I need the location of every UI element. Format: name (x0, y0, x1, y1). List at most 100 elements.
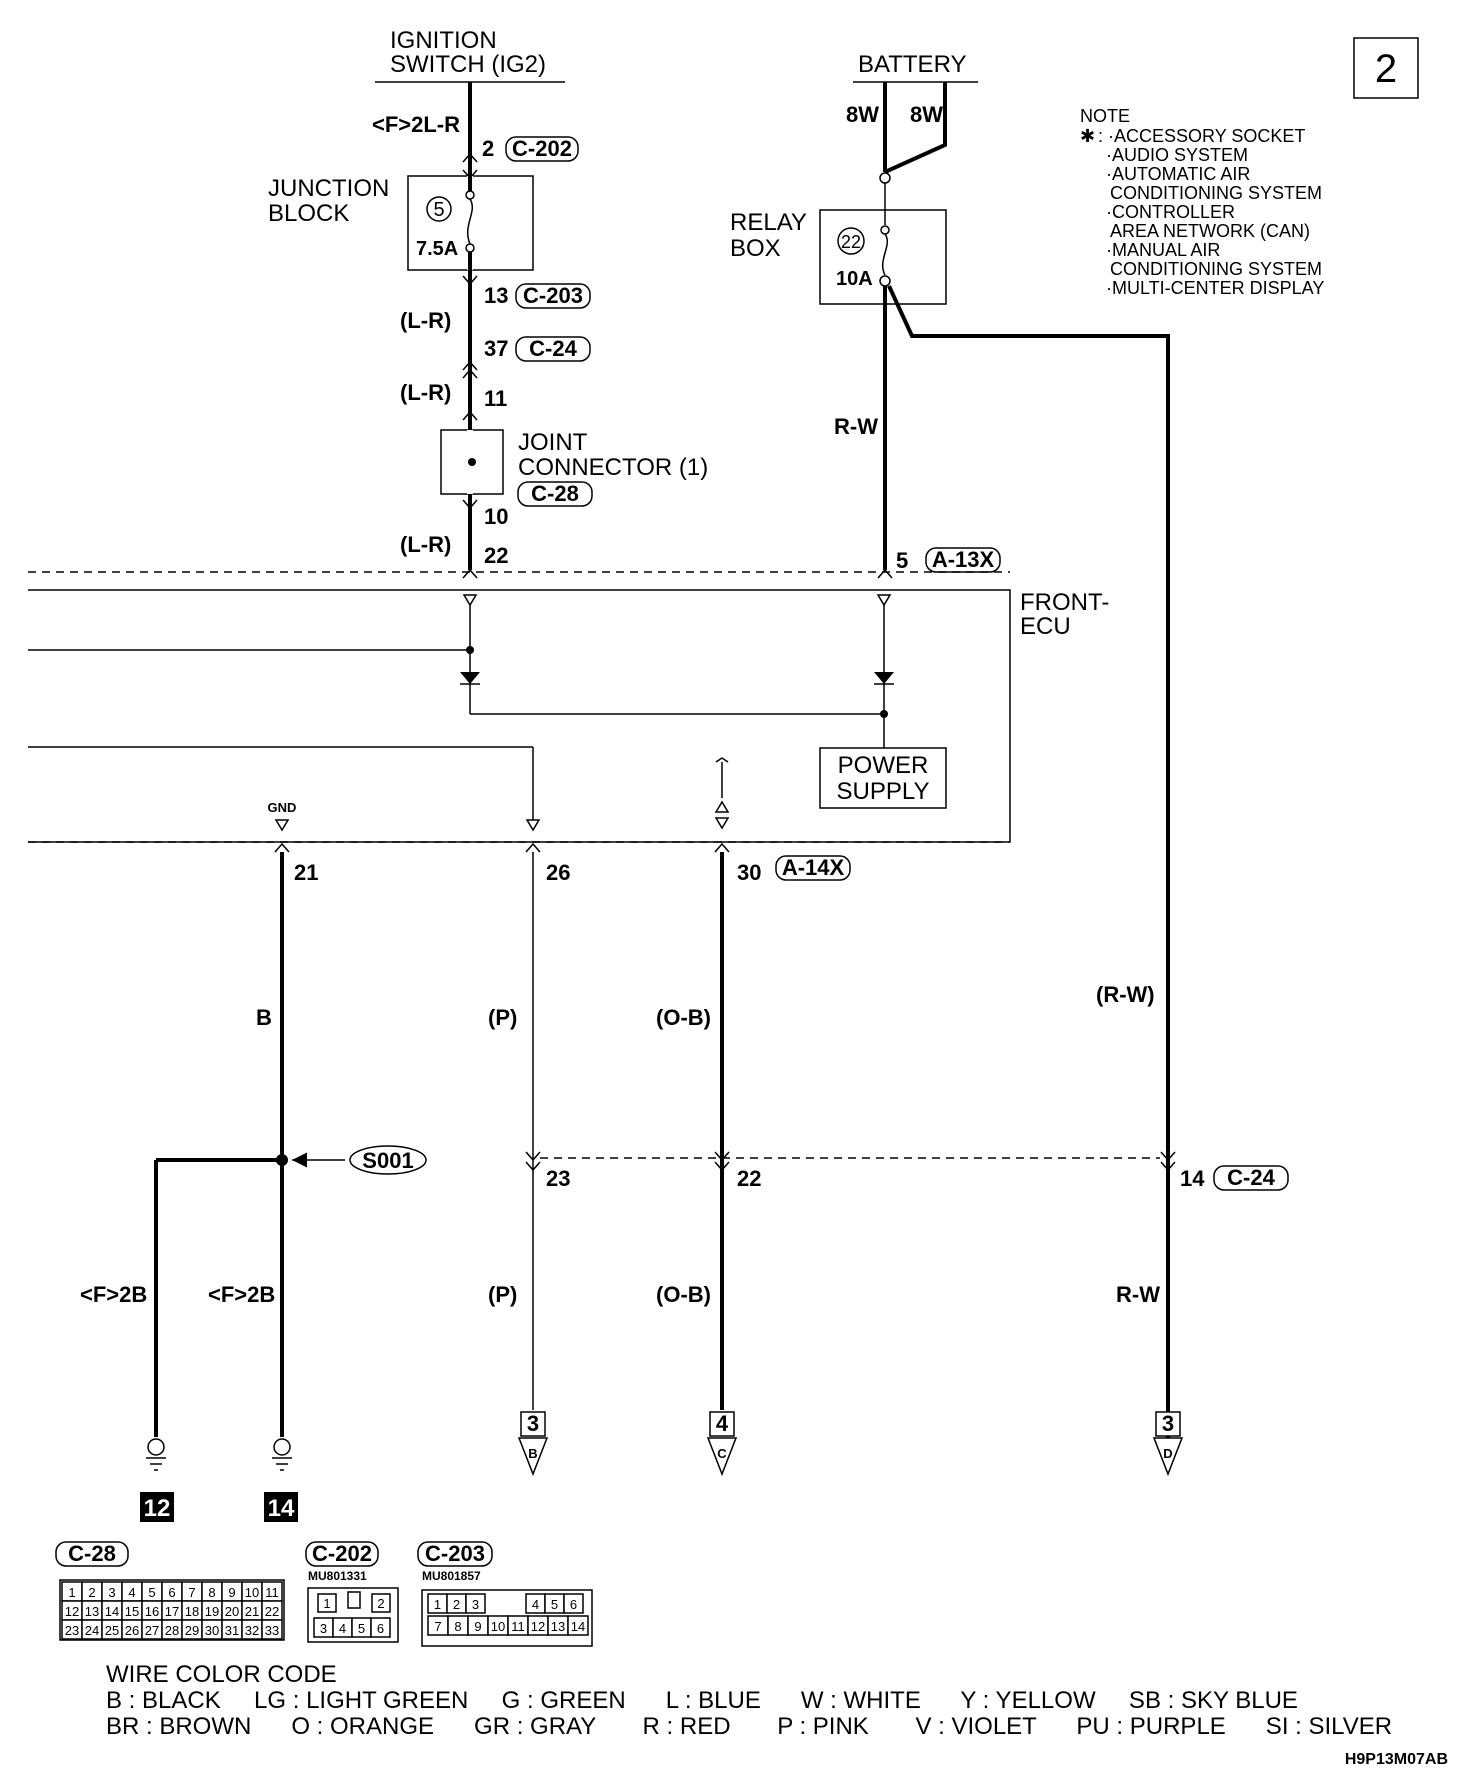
connector-part: MU801857 (422, 1569, 481, 1583)
connector-mark (714, 1161, 730, 1172)
power-supply-box (819, 747, 947, 809)
battery-branch: BATTERY 8W 8W RELAY BOX 22 10A R-W 5 A-1… (730, 51, 1170, 1445)
connector-pin: 19 (205, 1604, 219, 1619)
note-block: NOTE ✱ : ·ACCESSORY SOCKET ·AUDIO SYSTEM… (1080, 106, 1324, 298)
wire-label: (O-B) (656, 1282, 711, 1307)
wire-label: <F>2L-R (372, 112, 460, 137)
connector-mark (714, 1151, 730, 1162)
connector-mark (525, 1161, 541, 1172)
signal-icon (715, 757, 729, 763)
ecu-label: ECU (1020, 613, 1071, 640)
connector-pin: 22 (265, 1604, 279, 1619)
pin-number: 5 (896, 548, 908, 573)
offpage-page: 4 (716, 1411, 729, 1436)
connector-pin: 2 (453, 1597, 460, 1612)
splice-id: S001 (362, 1148, 413, 1173)
connector-pin: 16 (145, 1604, 159, 1619)
ecu-label: FRONT- (1020, 589, 1109, 616)
ground-terminal (273, 1438, 291, 1456)
joint-label: CONNECTOR (1) (518, 454, 708, 481)
connector-pin: 4 (128, 1585, 135, 1600)
connector-tag (515, 336, 591, 362)
connector-pin: 17 (165, 1604, 179, 1619)
diode-icon (460, 672, 480, 684)
terminal-mark (714, 817, 730, 830)
fuse-terminal (880, 225, 890, 235)
wire-label: 8W (910, 102, 943, 127)
connector-pin: 8 (454, 1619, 461, 1634)
note-line: CONDITIONING SYSTEM (1110, 183, 1322, 203)
terminal-mark (876, 594, 892, 607)
note-title: NOTE (1080, 106, 1130, 126)
junction-label: BLOCK (268, 200, 349, 227)
connector-tag (517, 481, 593, 507)
bottom-wires: 21 26 30 A-14X B S001 <F>2B <F>2B 12 14 … (80, 842, 1289, 1522)
connector-id: C-203 (523, 283, 583, 308)
terminal-mark (525, 819, 541, 832)
fuse-number-circle (837, 227, 865, 255)
color-code-line: BR : BROWN O : ORANGE GR : GRAY R : RED … (106, 1713, 1392, 1740)
wire-label: (R-W) (1096, 982, 1155, 1007)
connector-mark (462, 368, 478, 379)
connector-mark (462, 360, 478, 371)
wire-label: (P) (488, 1005, 517, 1030)
offpage-page-box (520, 1411, 546, 1437)
connector-pin: 8 (208, 1585, 215, 1600)
power-supply-label: SUPPLY (837, 778, 930, 805)
note-line: CONDITIONING SYSTEM (1110, 259, 1322, 279)
connector-pin: 26 (125, 1623, 139, 1638)
connector-mark (1160, 1151, 1176, 1162)
connector-mark (525, 1151, 541, 1162)
note-line: ·CONTROLLER (1106, 202, 1235, 222)
connector-pin: 7 (434, 1619, 441, 1634)
connector-pin: 3 (320, 1621, 327, 1636)
splice-tag (349, 1145, 427, 1175)
connector-mark (274, 842, 290, 853)
connector-pin: 6 (168, 1585, 175, 1600)
fuse-terminal (879, 275, 891, 287)
ground-number: 12 (144, 1495, 171, 1522)
connector-pin: 10 (491, 1619, 505, 1634)
fuse-number: 5 (433, 199, 444, 221)
color-code-line: B : BLACK LG : LIGHT GREEN G : GREEN L :… (106, 1687, 1298, 1714)
connector-pin: 27 (145, 1623, 159, 1638)
note-line: ·MULTI-CENTER DISPLAY (1106, 278, 1324, 298)
connector-tag (775, 855, 851, 881)
connector-pin: 4 (532, 1597, 539, 1612)
joint-node (468, 458, 476, 466)
wire-label: (L-R) (400, 380, 451, 405)
ground-number-box (264, 1492, 298, 1522)
offpage-page: 3 (527, 1411, 539, 1436)
connector-pin: 31 (225, 1623, 239, 1638)
wire-label: 8W (846, 102, 879, 127)
note-star: ✱ (1080, 126, 1095, 146)
connector-pin: 20 (225, 1604, 239, 1619)
offpage-arrow (706, 1437, 738, 1477)
offpage-arrow (1152, 1437, 1184, 1477)
connector-id: A-13X (932, 547, 995, 572)
wire-label: R-W (1116, 1282, 1160, 1307)
pin-number: 13 (484, 283, 508, 308)
connector-tag (55, 1541, 129, 1567)
connector-pin: 6 (377, 1621, 384, 1636)
note-line: AREA NETWORK (CAN) (1110, 221, 1310, 241)
wire-relay-rw-branch (887, 285, 1170, 1445)
pin-number: 2 (482, 136, 494, 161)
pin-number: 37 (484, 336, 508, 361)
joint-label: JOINT (518, 429, 588, 456)
ground-terminal (147, 1438, 165, 1456)
connector-pin-cell (465, 1593, 486, 1614)
gnd-label: GND (268, 800, 297, 815)
connector-mark (1160, 1161, 1176, 1172)
connector-pin: 5 (148, 1585, 155, 1600)
page-number: 2 (1375, 47, 1397, 91)
connector-pin: 3 (472, 1597, 479, 1612)
relay-label: BOX (730, 235, 781, 262)
connector-pin: 15 (125, 1604, 139, 1619)
connector-pin: 11 (265, 1585, 279, 1600)
pin-number: 10 (484, 504, 508, 529)
ignition-label: SWITCH (IG2) (390, 51, 546, 78)
ground-number: 14 (268, 1495, 295, 1522)
